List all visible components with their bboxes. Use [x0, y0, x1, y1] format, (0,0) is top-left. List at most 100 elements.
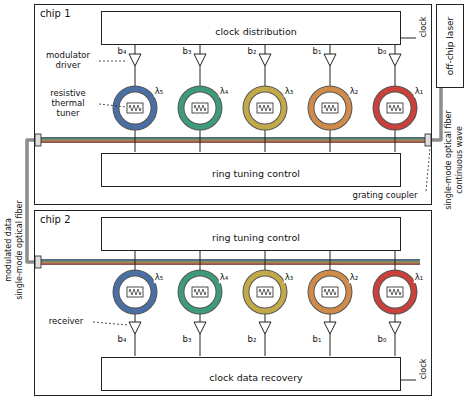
- wire: [200, 66, 201, 86]
- wire: [135, 44, 136, 54]
- ring-resonator: [311, 273, 349, 311]
- ring-resonator: [311, 273, 349, 311]
- heater-zigzag: [259, 105, 271, 111]
- callout-label: receiver: [48, 317, 85, 327]
- node-text: chip 2: [40, 214, 71, 225]
- laser-box: off-chip laser: [436, 4, 464, 88]
- signal-label: λ₃: [284, 87, 294, 97]
- ring-resonator: [376, 89, 414, 127]
- receiver: [324, 322, 336, 334]
- grating-coupler: [35, 134, 41, 146]
- clock-wire: [400, 38, 416, 39]
- wire: [265, 66, 266, 86]
- wire: [395, 250, 396, 270]
- signal-label: λ₁: [414, 87, 424, 97]
- wavelength-line: [34, 138, 432, 139]
- wire: [135, 130, 136, 152]
- callout-label: grating coupler: [351, 191, 418, 201]
- node-text: ring tuning control: [212, 168, 300, 179]
- ring-resonator: [376, 273, 414, 311]
- receiver: [194, 322, 206, 334]
- modulator-driver: [129, 54, 141, 66]
- heater-zigzag: [389, 289, 401, 295]
- wire: [330, 66, 331, 86]
- process-box: ring tuning control: [101, 217, 401, 251]
- ring-resonator: [246, 89, 284, 127]
- wavelength-line: [34, 263, 420, 264]
- clock-wire: [400, 380, 416, 381]
- leader-line: [99, 61, 127, 62]
- heater-zigzag: [194, 289, 206, 295]
- callout-label: single-mode optical fiber: [15, 199, 24, 301]
- callout-label: modulator driver: [38, 51, 98, 71]
- callout-label: resistive thermal tuner: [38, 89, 98, 118]
- wavelength-line: [34, 262, 420, 263]
- wire: [395, 66, 396, 86]
- wire: [135, 334, 136, 356]
- grating-coupler: [35, 256, 41, 268]
- signal-label: b₃: [182, 47, 193, 57]
- optical-fiber: [27, 140, 34, 262]
- ring-resonator: [311, 89, 349, 127]
- wire: [265, 130, 266, 152]
- wire: [330, 130, 331, 152]
- heater-zigzag: [259, 289, 271, 295]
- leader-line: [426, 148, 430, 191]
- signal-label: λ₄: [219, 87, 229, 97]
- wire: [395, 334, 396, 356]
- receiver: [129, 322, 141, 334]
- heater-zigzag: [389, 105, 401, 111]
- signal-label: λ₅: [154, 273, 164, 283]
- thermal-tuner: [322, 103, 338, 113]
- signal-label: b₁: [312, 335, 323, 345]
- thermal-tuner: [192, 287, 208, 297]
- node-text: chip 1: [40, 8, 71, 19]
- node-text: clock data recovery: [209, 372, 302, 383]
- wavelength-line: [34, 140, 432, 141]
- modulator-driver: [389, 54, 401, 66]
- node-text: clock distribution: [215, 26, 297, 37]
- callout-label: single-mode optical fiber: [444, 109, 453, 211]
- wire: [395, 44, 396, 54]
- thermal-tuner: [192, 103, 208, 113]
- modulator-driver: [324, 54, 336, 66]
- heater-zigzag: [194, 105, 206, 111]
- wire: [200, 44, 201, 54]
- receiver: [389, 322, 401, 334]
- signal-label: λ₄: [219, 273, 229, 283]
- thermal-tuner: [387, 103, 403, 113]
- grating-coupler: [425, 134, 431, 146]
- wire: [200, 250, 201, 270]
- heater-zigzag: [129, 105, 141, 111]
- wavelength-line: [34, 141, 432, 142]
- thermal-tuner: [257, 287, 273, 297]
- ring-resonator: [181, 89, 219, 127]
- heater-zigzag: [324, 289, 336, 295]
- wire: [265, 250, 266, 270]
- heater-zigzag: [129, 289, 141, 295]
- ring-resonator: [116, 273, 154, 311]
- ring-resonator: [181, 273, 219, 311]
- process-box: ring tuning control: [101, 153, 401, 187]
- wire: [330, 314, 331, 322]
- wire: [265, 44, 266, 54]
- thermal-tuner: [127, 103, 143, 113]
- signal-label: λ₁: [414, 273, 424, 283]
- signal-label: λ₃: [284, 273, 294, 283]
- wire: [135, 66, 136, 86]
- wire: [135, 250, 136, 270]
- ring-resonator: [376, 273, 414, 311]
- ring-resonator: [116, 273, 154, 311]
- ring-resonator: [181, 273, 219, 311]
- callout-label: modulated data: [4, 217, 13, 283]
- signal-label: b₀: [377, 47, 388, 57]
- wire: [265, 334, 266, 356]
- callout-label: clock: [419, 16, 428, 39]
- ring-resonator: [116, 89, 154, 127]
- ring-resonator: [116, 89, 154, 127]
- signal-label: b₄: [117, 47, 128, 57]
- ring-resonator: [181, 89, 219, 127]
- signal-label: b₄: [117, 335, 128, 345]
- ring-resonator: [246, 273, 284, 311]
- leader-line: [93, 322, 128, 325]
